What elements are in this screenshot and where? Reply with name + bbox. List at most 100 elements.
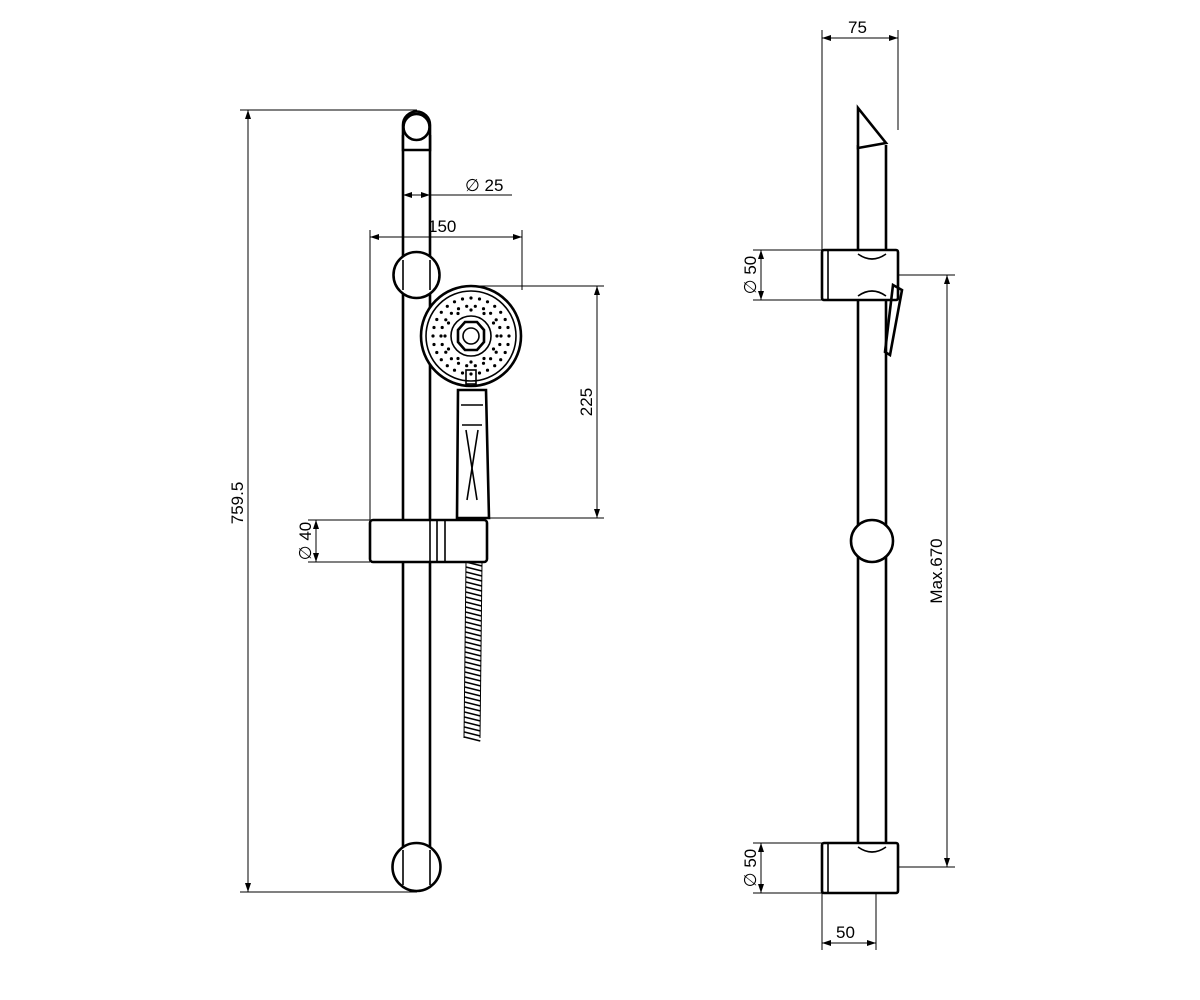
nozzle-dot xyxy=(456,311,460,316)
dim-total-height: 759.5 xyxy=(228,109,417,893)
dim-handshower-height: 225 xyxy=(471,285,604,519)
dim-lower-bracket: ∅ 50 xyxy=(741,842,822,894)
hose-coil xyxy=(465,566,483,572)
nozzle-dot xyxy=(460,297,465,301)
nozzle-dot xyxy=(473,304,477,308)
hose-coil xyxy=(464,646,482,652)
nozzle-dot xyxy=(456,307,461,311)
hose-coil xyxy=(465,576,483,582)
dim-bottom-depth: 50 xyxy=(821,893,877,950)
nozzle-dot xyxy=(495,334,499,338)
nozzle-dot xyxy=(445,364,449,368)
hose-coil xyxy=(464,681,481,687)
nozzle-dot xyxy=(465,364,469,368)
nozzle-dot xyxy=(439,310,443,314)
hose-coil xyxy=(465,621,482,627)
holder-offset-label: 150 xyxy=(428,217,456,236)
nozzle-dot xyxy=(439,334,443,338)
nozzle-dot xyxy=(491,321,496,325)
nozzle-dot xyxy=(431,334,435,338)
hose-coil xyxy=(465,641,482,647)
hose-coil xyxy=(464,731,481,737)
nozzle-dot xyxy=(499,358,503,362)
nozzle-dot xyxy=(503,350,507,355)
nozzle-dot xyxy=(449,311,453,315)
hose-coil xyxy=(465,616,482,622)
front-view: ∅ 25 150 225 759.5 xyxy=(228,109,604,893)
hose-coil xyxy=(464,671,482,677)
side-upper-bracket xyxy=(820,248,904,358)
nozzle-dot xyxy=(469,308,473,312)
hose-coil xyxy=(465,586,482,592)
side-rail xyxy=(856,104,889,848)
hose-coil xyxy=(464,696,481,702)
slider-holder xyxy=(368,518,489,564)
upper-bracket-diameter-label: ∅ 50 xyxy=(741,256,760,294)
nozzle-dot xyxy=(494,318,498,322)
nozzle-dot xyxy=(498,325,502,330)
hose-coil xyxy=(464,691,481,697)
nozzle-dot xyxy=(493,364,497,368)
spray-nozzles xyxy=(431,296,511,376)
nozzle-dot xyxy=(452,368,457,372)
nozzle-dot xyxy=(456,356,460,361)
slider-diameter-label: ∅ 40 xyxy=(296,522,315,560)
nozzle-dot xyxy=(439,358,443,362)
nozzle-dot xyxy=(477,371,482,375)
nozzle-dot xyxy=(446,321,451,325)
hose-coil xyxy=(464,736,481,742)
lower-bracket-diameter-label: ∅ 50 xyxy=(741,849,760,887)
hose-coil xyxy=(465,591,482,597)
handshower-height-label: 225 xyxy=(577,388,596,416)
nozzle-dot xyxy=(491,347,496,351)
upper-bracket-ring xyxy=(392,250,441,300)
bar-diameter-label: ∅ 25 xyxy=(465,176,503,195)
side-lower-bracket xyxy=(820,841,900,895)
top-end-cap xyxy=(401,110,432,152)
nozzle-dot xyxy=(432,325,436,330)
nozzle-dot xyxy=(445,304,449,308)
nozzle-dot xyxy=(432,342,436,347)
hose-coil xyxy=(465,611,482,617)
hose-coil xyxy=(464,726,481,732)
dim-holder-offset: 150 xyxy=(369,217,523,520)
nozzle-dot xyxy=(482,356,486,361)
hose-coil xyxy=(464,716,481,722)
nozzle-dot xyxy=(452,300,457,304)
hose-coil xyxy=(464,666,482,672)
nozzle-dot xyxy=(440,342,444,347)
nozzle-dot xyxy=(498,342,502,347)
nozzle-dot xyxy=(485,368,490,372)
side-view: 75 ∅ 50 Max.670 ∅ 50 xyxy=(741,18,955,950)
hose-coil xyxy=(464,676,482,682)
nozzle-dot xyxy=(449,357,453,361)
total-height-label: 759.5 xyxy=(228,482,247,525)
dim-bracket-distance: Max.670 xyxy=(898,274,955,868)
hand-shower-head xyxy=(419,284,523,388)
nozzle-dot xyxy=(481,361,486,365)
hose-coil xyxy=(464,721,481,727)
nozzle-dot xyxy=(435,350,439,355)
bottom-depth-label: 50 xyxy=(836,923,855,942)
nozzle-dot xyxy=(469,296,473,300)
hose-coil xyxy=(465,626,482,632)
nozzle-dot xyxy=(503,317,507,322)
nozzle-dot xyxy=(446,347,451,351)
hose-outline xyxy=(463,561,483,739)
hose-coil xyxy=(464,701,481,707)
dim-slider-diameter: ∅ 40 xyxy=(296,519,370,563)
nozzle-dot xyxy=(473,364,477,368)
nozzle-dot xyxy=(469,360,473,364)
nozzle-dot xyxy=(507,334,511,338)
dim-top-depth: 75 xyxy=(821,18,899,250)
nozzle-dot xyxy=(482,311,486,316)
hose-coil xyxy=(464,661,482,667)
nozzle-dot xyxy=(477,297,482,301)
shower-hose xyxy=(463,561,483,742)
hose-coil xyxy=(464,651,482,657)
hose-coil xyxy=(464,686,481,692)
nozzle-dot xyxy=(506,325,510,330)
nozzle-dot xyxy=(460,371,465,375)
nozzle-dot xyxy=(481,307,486,311)
